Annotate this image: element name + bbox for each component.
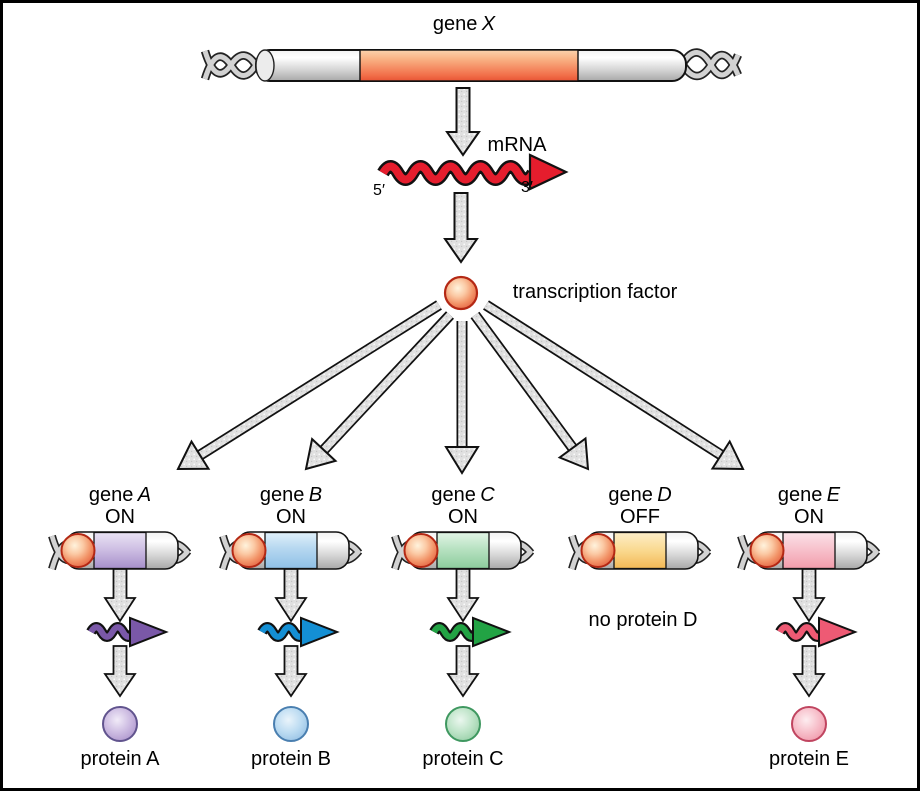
bound-tf-sphere xyxy=(60,533,96,568)
protein-c-label: protein C xyxy=(422,748,504,770)
gene-b-dna xyxy=(219,531,363,571)
gene-b-status: ON xyxy=(276,506,306,528)
transcription-factor-label: transcription factor xyxy=(512,281,678,303)
fan-arrow-to-gene-d xyxy=(470,311,590,471)
fan-arrow-to-gene-a xyxy=(176,300,442,471)
down-arrow-icon xyxy=(792,568,826,623)
gene-c-status: ON xyxy=(448,506,478,528)
gene-e-status: ON xyxy=(794,506,824,528)
three-prime-label: 3′ xyxy=(521,179,533,196)
down-arrow-icon xyxy=(274,645,308,698)
protein-a-label: protein A xyxy=(80,748,160,770)
protein-b-label: protein B xyxy=(250,748,332,770)
bound-tf-sphere xyxy=(580,533,616,568)
down-arrow-icon xyxy=(103,645,137,698)
gene-e-mrna-wavy-arrow-icon xyxy=(775,616,858,648)
gene-x-cap xyxy=(255,49,275,82)
down-arrow-icon xyxy=(446,645,480,698)
bound-tf-sphere xyxy=(749,533,785,568)
protein-e-sphere xyxy=(791,706,827,742)
gene-e-dna xyxy=(737,531,881,571)
dna-helix-left-icon xyxy=(200,49,261,81)
protein-a-sphere xyxy=(102,706,138,742)
mrna-label: mRNA xyxy=(487,134,547,156)
fan-arrow-to-gene-b xyxy=(304,311,455,471)
mrna-wavy-arrow-icon xyxy=(377,153,569,191)
down-arrow-icon xyxy=(443,192,479,264)
gene-a-status: ON xyxy=(105,506,135,528)
transcription-factor-sphere xyxy=(443,275,479,311)
gene-c-mrna-wavy-arrow-icon xyxy=(429,616,512,648)
fan-arrow-to-gene-c xyxy=(444,321,480,475)
gene-c-dna xyxy=(391,531,535,571)
protein-e-label: protein E xyxy=(768,748,850,770)
gene-a-dna xyxy=(48,531,192,571)
gene-d-status: OFF xyxy=(620,506,660,528)
gene-a-mrna-wavy-arrow-icon xyxy=(86,616,169,648)
five-prime-label: 5′ xyxy=(373,182,385,199)
down-arrow-icon xyxy=(274,568,308,623)
diagram-graphics xyxy=(48,48,881,742)
down-arrow-icon xyxy=(446,568,480,623)
gene-d-dna xyxy=(568,531,712,571)
down-arrow-icon xyxy=(103,568,137,623)
protein-b-sphere xyxy=(273,706,309,742)
down-arrow-icon xyxy=(445,87,481,157)
down-arrow-icon xyxy=(792,645,826,698)
gene-b-mrna-wavy-arrow-icon xyxy=(257,616,340,648)
fan-arrow-to-gene-e xyxy=(483,300,745,471)
gene-x-dna xyxy=(200,48,742,82)
gene-x-coding-segment xyxy=(359,49,579,82)
protein-c-sphere xyxy=(445,706,481,742)
no-protein-d-label: no protein D xyxy=(588,609,698,631)
bound-tf-sphere xyxy=(231,533,267,568)
bound-tf-sphere xyxy=(403,533,439,568)
dna-helix-right-icon xyxy=(679,48,742,81)
